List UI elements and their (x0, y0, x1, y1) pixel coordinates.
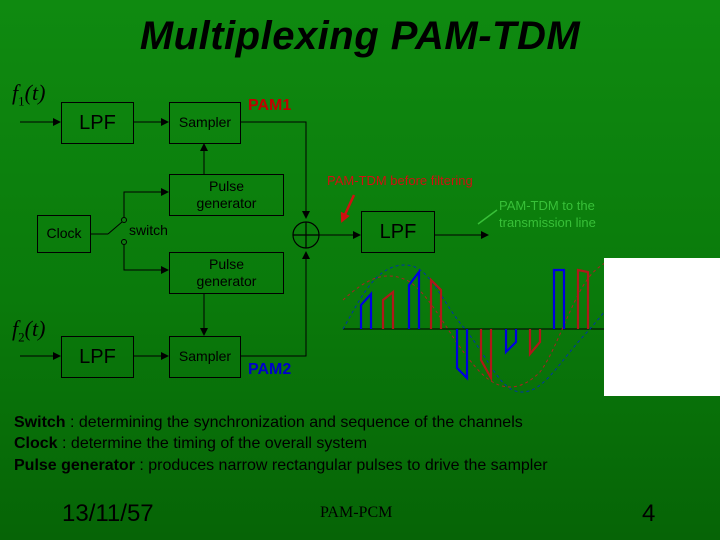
adder-symbol (292, 221, 320, 249)
switch-blade (107, 221, 123, 235)
desc-pulse-generator: Pulse generator : produces narrow rectan… (14, 457, 548, 475)
desc-switch: Switch : determining the synchronization… (14, 414, 523, 432)
lpf-output: LPF (361, 211, 435, 253)
pam2-label: PAM2 (248, 361, 292, 378)
switch-label: switch (129, 222, 168, 238)
lpf-channel-2: LPF (61, 336, 134, 378)
f2-subscript: 2 (18, 329, 25, 345)
clock-block: Clock (37, 215, 91, 253)
f1-subscript: 1 (18, 93, 25, 109)
desc-pulse-term: Pulse generator (14, 457, 135, 474)
wire-sampler2-to-adder (240, 251, 310, 357)
slide-title: Multiplexing PAM-TDM (139, 14, 581, 58)
pam-tdm-waveform (342, 261, 607, 393)
f2-symbol: f (12, 316, 19, 341)
wire-sampler1-to-adder (240, 121, 310, 219)
f2-arg: t (31, 316, 39, 341)
footer-center: PAM-PCM (320, 504, 393, 521)
pam-tdm-to-line-label: PAM-TDM to the transmission line (499, 198, 596, 230)
input-f1-label: f1(t) (12, 80, 46, 109)
desc-switch-term: Switch (14, 414, 66, 431)
sampler-channel-2: Sampler (169, 336, 241, 378)
pam-tdm-before-filtering-label: PAM-TDM before filtering (327, 173, 473, 188)
switch-contact-top (121, 217, 127, 223)
desc-clock-term: Clock (14, 435, 58, 452)
pam1-label: PAM1 (248, 97, 292, 114)
switch-contact-bottom (121, 239, 127, 245)
desc-pulse-text: : produces narrow rectangular pulses to … (134, 457, 548, 474)
lpf-channel-1: LPF (61, 102, 134, 144)
desc-clock-text: : determine the timing of the overall sy… (57, 435, 368, 452)
footer-date: 13/11/57 (62, 500, 154, 527)
input-f2-label: f2(t) (12, 316, 46, 345)
wire-switch-to-pulse1 (123, 188, 169, 217)
pulse-generator-2: Pulse generator (169, 252, 284, 294)
sampler-channel-1: Sampler (169, 102, 241, 144)
page-number: 4 (642, 500, 656, 527)
pulse-generator-1: Pulse generator (169, 174, 284, 216)
white-panel (604, 258, 720, 396)
desc-switch-text: : determining the synchronization and se… (65, 414, 523, 431)
f1-symbol: f (12, 80, 19, 105)
desc-clock: Clock : determine the timing of the over… (14, 435, 367, 453)
arrow-to-transmission (477, 209, 498, 225)
arrow-before-filtering (340, 194, 356, 223)
wire-switch-to-pulse2 (123, 245, 169, 274)
f1-arg: t (31, 80, 39, 105)
